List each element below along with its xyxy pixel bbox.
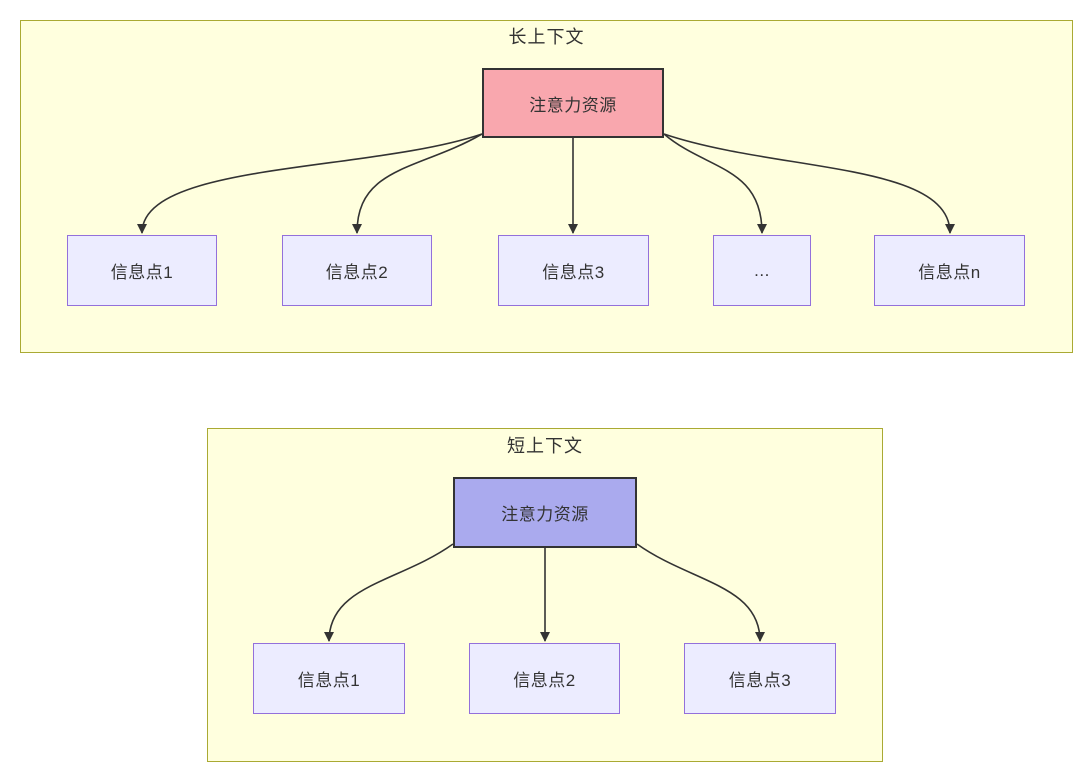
short-context-title: 短上下文 xyxy=(507,436,583,456)
long-attention-node: 注意力资源 xyxy=(482,68,664,138)
long-info-node-ellipsis: ... xyxy=(713,235,811,306)
long-info-node-2: 信息点2 xyxy=(282,235,432,306)
long-info-node-n: 信息点n xyxy=(874,235,1025,306)
short-info-node-1: 信息点1 xyxy=(253,643,405,714)
short-info-node-3: 信息点3 xyxy=(684,643,836,714)
short-info-node-2: 信息点2 xyxy=(469,643,620,714)
long-context-title: 长上下文 xyxy=(508,27,585,47)
long-info-node-1: 信息点1 xyxy=(67,235,217,306)
long-info-node-3: 信息点3 xyxy=(498,235,649,306)
short-attention-node: 注意力资源 xyxy=(453,477,637,548)
